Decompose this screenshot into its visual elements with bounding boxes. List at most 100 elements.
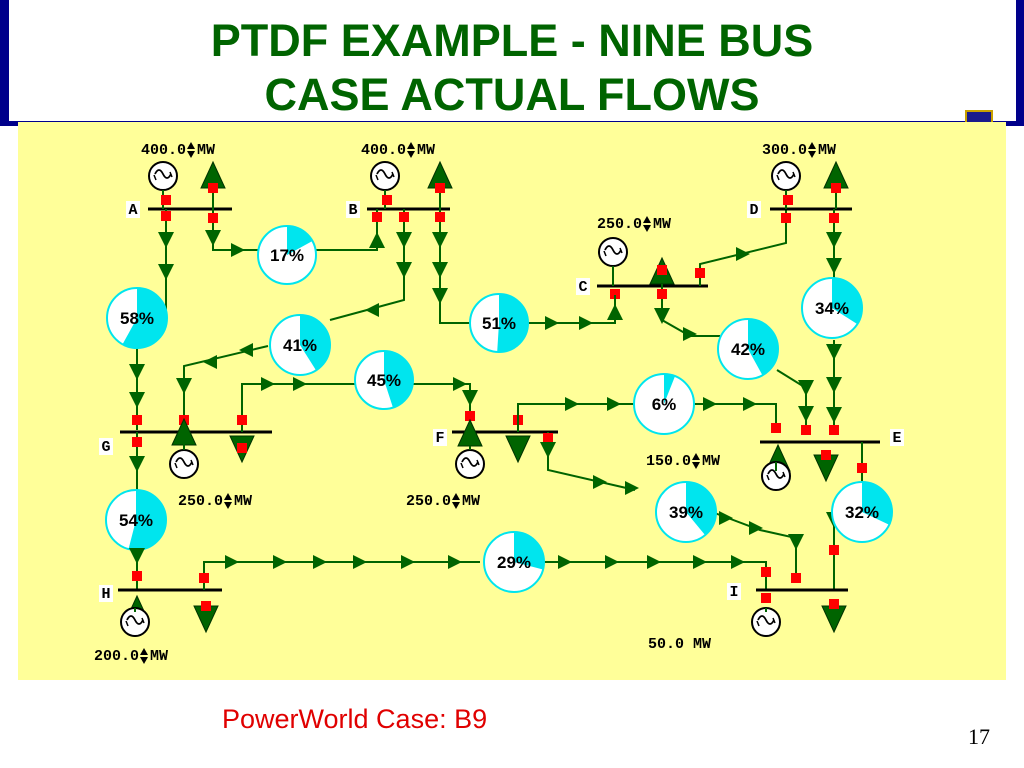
generator-wave bbox=[777, 169, 795, 179]
breaker bbox=[781, 213, 791, 223]
line-b-g bbox=[329, 209, 405, 321]
mw-value-c: 250.0 bbox=[597, 216, 642, 233]
flow-arrow-right bbox=[703, 397, 717, 411]
generator-ticks bbox=[125, 617, 145, 627]
spin-down-icon bbox=[692, 462, 700, 469]
flow-arrow-down bbox=[788, 534, 804, 550]
loading-pct-h-i: 29% bbox=[497, 553, 531, 572]
flow-arrow-right bbox=[261, 377, 275, 391]
line-f-e bbox=[517, 403, 636, 432]
flow-arrow-right bbox=[749, 521, 763, 535]
generator-ticks bbox=[153, 171, 173, 181]
flow-arrow-right bbox=[683, 327, 697, 341]
generator-ticks bbox=[766, 471, 786, 481]
generator-wave bbox=[376, 169, 394, 179]
load-arrow bbox=[505, 435, 531, 464]
slide-frame-left bbox=[0, 0, 9, 126]
spin-down-icon bbox=[407, 151, 415, 158]
breaker bbox=[161, 195, 171, 205]
flow-arrow-left bbox=[365, 303, 379, 317]
flow-arrow-right bbox=[545, 316, 559, 330]
breaker bbox=[610, 289, 620, 299]
bus-label-bg bbox=[576, 278, 590, 295]
line-b-c-to-c bbox=[528, 295, 616, 324]
flow-arrow-right bbox=[693, 555, 707, 569]
loading-pie-fill bbox=[862, 482, 893, 525]
generator-wave bbox=[154, 169, 172, 179]
loading-pie-fill bbox=[128, 490, 166, 550]
flow-arrow-down bbox=[396, 232, 412, 248]
flow-arrow-right bbox=[558, 555, 572, 569]
bus-label: I bbox=[729, 584, 738, 601]
flow-arrow-down bbox=[205, 230, 221, 246]
generator-ticks bbox=[375, 171, 395, 181]
bus-label: A bbox=[128, 202, 137, 219]
loading-pie-fill bbox=[497, 294, 528, 352]
flow-arrow-right bbox=[736, 247, 750, 261]
generator-icon bbox=[598, 237, 628, 267]
line-b-g-to-g bbox=[183, 345, 269, 432]
generator-ticks bbox=[756, 617, 776, 627]
bus-label-bg bbox=[346, 201, 360, 218]
flow-arrow-right bbox=[225, 555, 239, 569]
flow-arrow-down bbox=[129, 392, 145, 408]
breaker bbox=[465, 411, 475, 421]
bus-label-bg bbox=[890, 429, 904, 446]
breaker bbox=[695, 268, 705, 278]
flow-arrow-down bbox=[826, 344, 842, 360]
loading-pct-g-f: 45% bbox=[367, 371, 401, 390]
line-c-d bbox=[699, 210, 787, 286]
bus-label-bg bbox=[727, 583, 741, 600]
spin-up-icon bbox=[643, 216, 651, 223]
flow-arrow-down bbox=[826, 258, 842, 274]
breaker bbox=[821, 450, 831, 460]
flow-arrow-right bbox=[731, 555, 745, 569]
bus-label-bg bbox=[747, 201, 761, 218]
flow-arrow-right bbox=[273, 555, 287, 569]
flow-arrow-right bbox=[593, 475, 607, 489]
mw-unit-g: MW bbox=[234, 493, 252, 510]
case-caption: PowerWorld Case: B9 bbox=[222, 704, 488, 734]
flow-arrow-right bbox=[579, 316, 593, 330]
loading-pie-fill bbox=[664, 374, 676, 404]
load-arrow bbox=[821, 605, 847, 634]
loading-pct-b-c: 51% bbox=[482, 314, 516, 333]
flow-arrow-down bbox=[462, 390, 478, 406]
line-c-e bbox=[661, 286, 720, 337]
bus-label: H bbox=[101, 586, 110, 603]
slide-frame-right bbox=[1016, 0, 1024, 126]
breaker bbox=[657, 265, 667, 275]
breaker bbox=[372, 212, 382, 222]
generator-wave bbox=[767, 469, 785, 479]
bus-label: G bbox=[101, 439, 110, 456]
line-a-b-to-b bbox=[316, 209, 378, 251]
flow-arrow-down bbox=[826, 407, 842, 423]
generator-ticks bbox=[174, 459, 194, 469]
spin-down-icon bbox=[808, 151, 816, 158]
mw-value-i: 50.0 MW bbox=[648, 636, 711, 653]
flow-arrow-right bbox=[313, 555, 327, 569]
flow-arrow-down bbox=[540, 442, 556, 458]
loading-pie-fill bbox=[514, 532, 544, 570]
generator-icon bbox=[169, 449, 199, 479]
generator-icon bbox=[455, 449, 485, 479]
mw-value-g: 250.0 bbox=[178, 493, 223, 510]
flow-arrow-down bbox=[129, 456, 145, 472]
flow-arrow-right bbox=[625, 481, 639, 495]
line-g-f bbox=[241, 383, 356, 404]
loading-pct-d-e: 34% bbox=[815, 299, 849, 318]
generator-wave bbox=[175, 457, 193, 467]
mw-value-a: 400.0 bbox=[141, 142, 186, 159]
breaker bbox=[543, 433, 553, 443]
flow-arrow-down bbox=[826, 377, 842, 393]
flow-arrow-right bbox=[231, 243, 245, 257]
loading-pct-c-e: 42% bbox=[731, 340, 765, 359]
flow-arrow-down bbox=[158, 264, 174, 280]
breaker bbox=[783, 195, 793, 205]
bus-label-bg bbox=[433, 429, 447, 446]
bus-label: D bbox=[749, 202, 758, 219]
generator-ticks bbox=[776, 171, 796, 181]
flow-arrow-right bbox=[293, 377, 307, 391]
breaker bbox=[435, 212, 445, 222]
